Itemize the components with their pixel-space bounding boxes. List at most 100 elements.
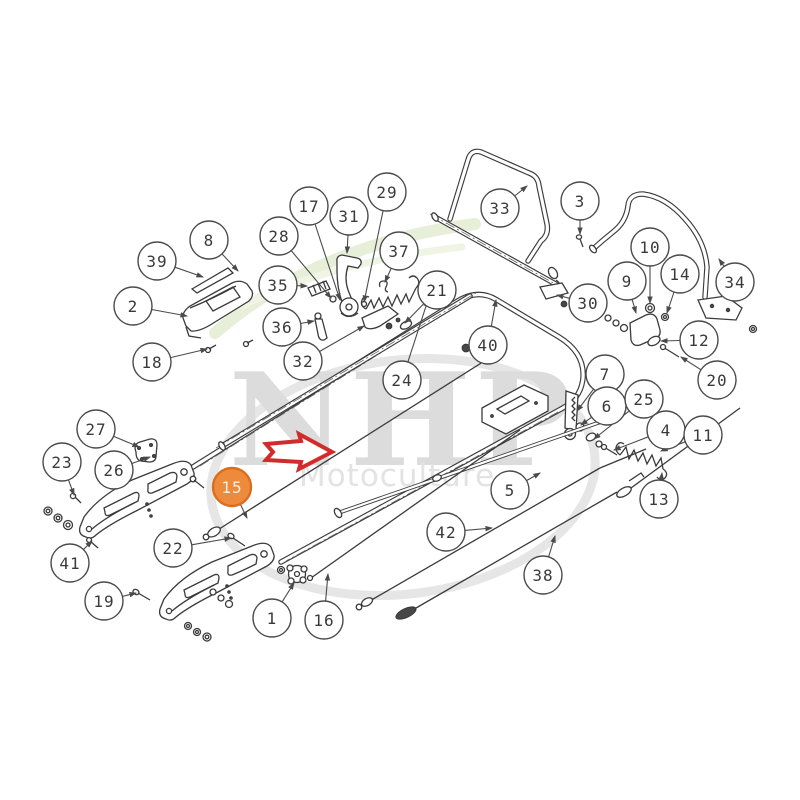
part-right-handle-34 [588, 191, 758, 334]
svg-text:24: 24 [391, 371, 412, 390]
part-clamp-27 [134, 438, 158, 463]
balloon-13: 13 [639, 479, 679, 519]
leader-line-19 [122, 591, 138, 598]
leader-line-8 [221, 253, 239, 272]
balloon-18: 18 [132, 342, 172, 382]
svg-text:3: 3 [575, 192, 586, 211]
leader-line-15 [239, 503, 248, 519]
svg-text:12: 12 [688, 331, 709, 350]
balloon-10: 10 [630, 227, 670, 267]
leader-line-18 [170, 347, 209, 359]
svg-text:18: 18 [141, 353, 162, 372]
svg-text:30: 30 [577, 294, 598, 313]
balloon-23: 23 [42, 442, 82, 482]
balloon-32: 32 [283, 341, 323, 381]
svg-text:13: 13 [648, 490, 669, 509]
leader-line-14 [666, 291, 675, 315]
part-cable-42 [355, 448, 647, 611]
part-knob-1 [276, 564, 308, 585]
balloon-9: 9 [607, 261, 647, 301]
balloon-27: 27 [76, 409, 116, 449]
balloon-37: 37 [379, 231, 419, 271]
balloon-28: 28 [259, 216, 299, 256]
leader-line-38 [548, 534, 556, 557]
leader-line-23 [67, 479, 75, 497]
balloon-34: 34 [715, 262, 755, 302]
exploded-parts-drawing [43, 148, 758, 642]
leader-line-9 [631, 299, 637, 315]
balloon-42: 42 [426, 512, 466, 552]
leader-lines [67, 185, 726, 603]
balloon-40: 40 [468, 325, 508, 365]
balloon-5: 5 [490, 470, 530, 510]
svg-text:38: 38 [532, 566, 553, 585]
balloon-36: 36 [262, 307, 302, 347]
balloon-29: 29 [367, 172, 407, 212]
svg-text:32: 32 [292, 352, 313, 371]
leader-line-1 [281, 582, 295, 603]
svg-text:39: 39 [146, 252, 167, 271]
balloon-24: 24 [382, 360, 422, 400]
leader-line-16 [324, 572, 331, 602]
leader-line-17 [314, 223, 341, 302]
svg-text:11: 11 [692, 426, 713, 445]
balloon-33: 33 [480, 188, 520, 228]
part-upper-handle-33 [429, 148, 569, 308]
svg-text:35: 35 [267, 276, 288, 295]
svg-text:37: 37 [388, 242, 409, 261]
svg-text:14: 14 [669, 265, 690, 284]
balloon-4: 4 [646, 410, 686, 450]
svg-text:2: 2 [128, 297, 139, 316]
svg-text:15: 15 [221, 478, 242, 497]
svg-text:19: 19 [93, 592, 114, 611]
svg-text:25: 25 [633, 390, 654, 409]
leader-line-7 [576, 388, 594, 412]
balloon-12: 12 [679, 320, 719, 360]
balloon-35: 35 [258, 265, 298, 305]
balloon-6: 6 [587, 386, 627, 426]
svg-text:41: 41 [59, 554, 80, 573]
balloon-20: 20 [697, 360, 737, 400]
leader-line-27 [113, 435, 141, 448]
leader-line-24 [407, 298, 429, 363]
leader-line-31 [344, 234, 351, 255]
part-tension-spring-11-13 [615, 442, 668, 482]
leader-line-22 [191, 536, 233, 546]
svg-text:28: 28 [268, 227, 289, 246]
balloon-15: 15 [211, 466, 253, 508]
leader-line-36 [300, 319, 316, 325]
svg-text:5: 5 [505, 481, 516, 500]
part-tube-24 [215, 292, 477, 451]
svg-text:20: 20 [706, 371, 727, 390]
svg-text:9: 9 [622, 272, 633, 291]
svg-text:17: 17 [298, 197, 319, 216]
balloon-39: 39 [137, 241, 177, 281]
part-strip-39 [190, 267, 235, 294]
svg-text:31: 31 [338, 207, 359, 226]
leader-line-20 [680, 356, 702, 371]
leader-line-26 [131, 456, 152, 465]
balloon-8: 8 [189, 220, 229, 260]
balloon-17: 17 [289, 186, 329, 226]
svg-text:8: 8 [204, 231, 215, 250]
part-fitting-cluster-9-10-14-12-20 [604, 302, 680, 358]
balloon-3: 3 [560, 181, 600, 221]
leader-line-29 [362, 210, 384, 304]
balloon-26: 26 [94, 450, 134, 490]
leader-line-39 [174, 266, 205, 278]
highlight-arrow-icon [261, 429, 337, 473]
svg-text:7: 7 [600, 365, 611, 384]
balloon-31: 31 [329, 196, 369, 236]
balloon-38: 38 [523, 555, 563, 595]
svg-text:22: 22 [162, 539, 183, 558]
balloon-21: 21 [417, 270, 457, 310]
leader-line-41 [83, 540, 93, 550]
leader-line-12 [659, 338, 681, 344]
part-cover-2 [182, 280, 254, 339]
balloon-19: 19 [84, 581, 124, 621]
balloon-41: 41 [50, 543, 90, 583]
leader-line-33 [514, 185, 528, 197]
balloon-25: 25 [624, 379, 664, 419]
